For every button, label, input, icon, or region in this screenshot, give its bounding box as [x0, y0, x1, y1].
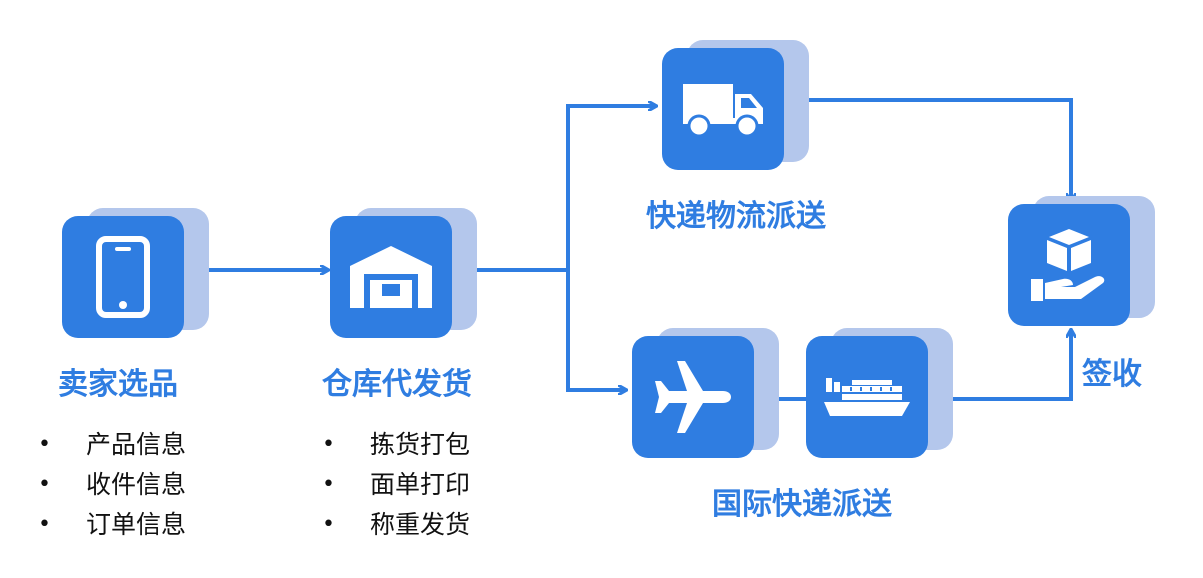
list-item: 拣货打包 [322, 425, 470, 465]
node-international-ship [806, 328, 956, 458]
truck-icon [683, 84, 763, 138]
label-warehouse: 仓库代发货 [322, 367, 472, 402]
list-item: 面单打印 [322, 465, 470, 505]
list-item: 收件信息 [38, 465, 186, 505]
seller-info-list: 产品信息 收件信息 订单信息 [38, 425, 186, 545]
cargo-ship-icon [824, 378, 910, 416]
node-receive [1008, 196, 1158, 326]
arrow-split-to-international [566, 270, 626, 390]
smartphone-icon [96, 236, 150, 318]
list-item: 称重发货 [322, 505, 470, 545]
warehouse-info-list: 拣货打包 面单打印 称重发货 [322, 425, 470, 545]
arrow-ship-to-receive [949, 330, 1071, 401]
label-international: 国际快递派送 [712, 487, 892, 522]
package-hand-icon [1031, 229, 1105, 301]
list-item: 订单信息 [38, 505, 186, 545]
node-seller [62, 208, 212, 338]
label-express: 快递物流派送 [646, 199, 826, 234]
airplane-icon [655, 361, 731, 433]
arrow-express-to-receive [806, 98, 1071, 201]
label-seller: 卖家选品 [58, 367, 178, 402]
label-receive: 签收 [1082, 357, 1142, 392]
list-item: 产品信息 [38, 425, 186, 465]
node-express [662, 40, 812, 170]
node-international-plane [632, 328, 782, 458]
warehouse-icon [350, 246, 432, 308]
arrow-split-to-express [566, 106, 656, 270]
node-warehouse [330, 208, 480, 338]
